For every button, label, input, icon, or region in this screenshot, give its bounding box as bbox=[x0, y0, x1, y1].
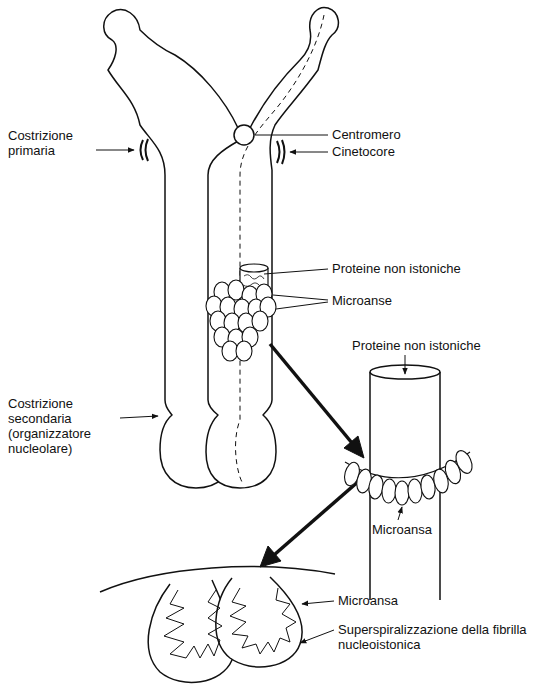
callout-label: Centromero bbox=[332, 127, 472, 142]
leader-line bbox=[264, 269, 328, 274]
leader-line bbox=[255, 135, 328, 136]
leader-line bbox=[96, 150, 134, 151]
macroloop bbox=[216, 577, 302, 667]
chromatid-right bbox=[206, 7, 338, 488]
callout-label: Microansa bbox=[372, 522, 492, 537]
leader-line bbox=[290, 152, 328, 153]
microloop bbox=[381, 479, 397, 504]
supercoiled-fiber bbox=[230, 588, 296, 654]
callout-label: Microanse bbox=[332, 293, 472, 308]
leader-line bbox=[120, 416, 158, 418]
big-arrow-shaft bbox=[274, 480, 360, 555]
leader-line bbox=[405, 355, 406, 374]
leader-line bbox=[300, 630, 334, 643]
microloop bbox=[453, 448, 476, 476]
supercoiled-fiber bbox=[164, 590, 222, 658]
kinetochore-right bbox=[282, 140, 285, 164]
leader-line bbox=[273, 295, 328, 300]
microloop bbox=[236, 341, 252, 361]
leader-line bbox=[302, 601, 334, 604]
chromatid-axis bbox=[236, 15, 324, 482]
callout-label: Superspiralizzazione della fibrilla nucl… bbox=[338, 622, 543, 652]
callout-label: Proteine non istoniche bbox=[332, 261, 532, 276]
microloop bbox=[407, 479, 423, 504]
centromere bbox=[234, 125, 254, 145]
leader-line bbox=[398, 507, 402, 520]
callout-label: Costrizione primaria bbox=[8, 128, 98, 158]
callout-label: Microansa bbox=[338, 593, 458, 608]
nuclear-envelope bbox=[100, 567, 335, 592]
callout-label: Cinetocore bbox=[332, 144, 472, 159]
protein-cylinder-top bbox=[240, 264, 268, 272]
leader-line bbox=[276, 302, 328, 309]
big-arrow-head bbox=[260, 546, 281, 567]
kinetochore-left bbox=[146, 139, 149, 161]
big-arrow-head bbox=[344, 436, 364, 458]
microloop bbox=[395, 481, 409, 505]
kinetochore-left bbox=[141, 140, 144, 160]
big-arrow-shaft bbox=[270, 344, 352, 443]
callout-label: Costrizione secondaria (organizzatore nu… bbox=[8, 396, 120, 456]
kinetochore-right bbox=[277, 141, 280, 163]
callout-label: Proteine non istoniche bbox=[352, 338, 542, 353]
